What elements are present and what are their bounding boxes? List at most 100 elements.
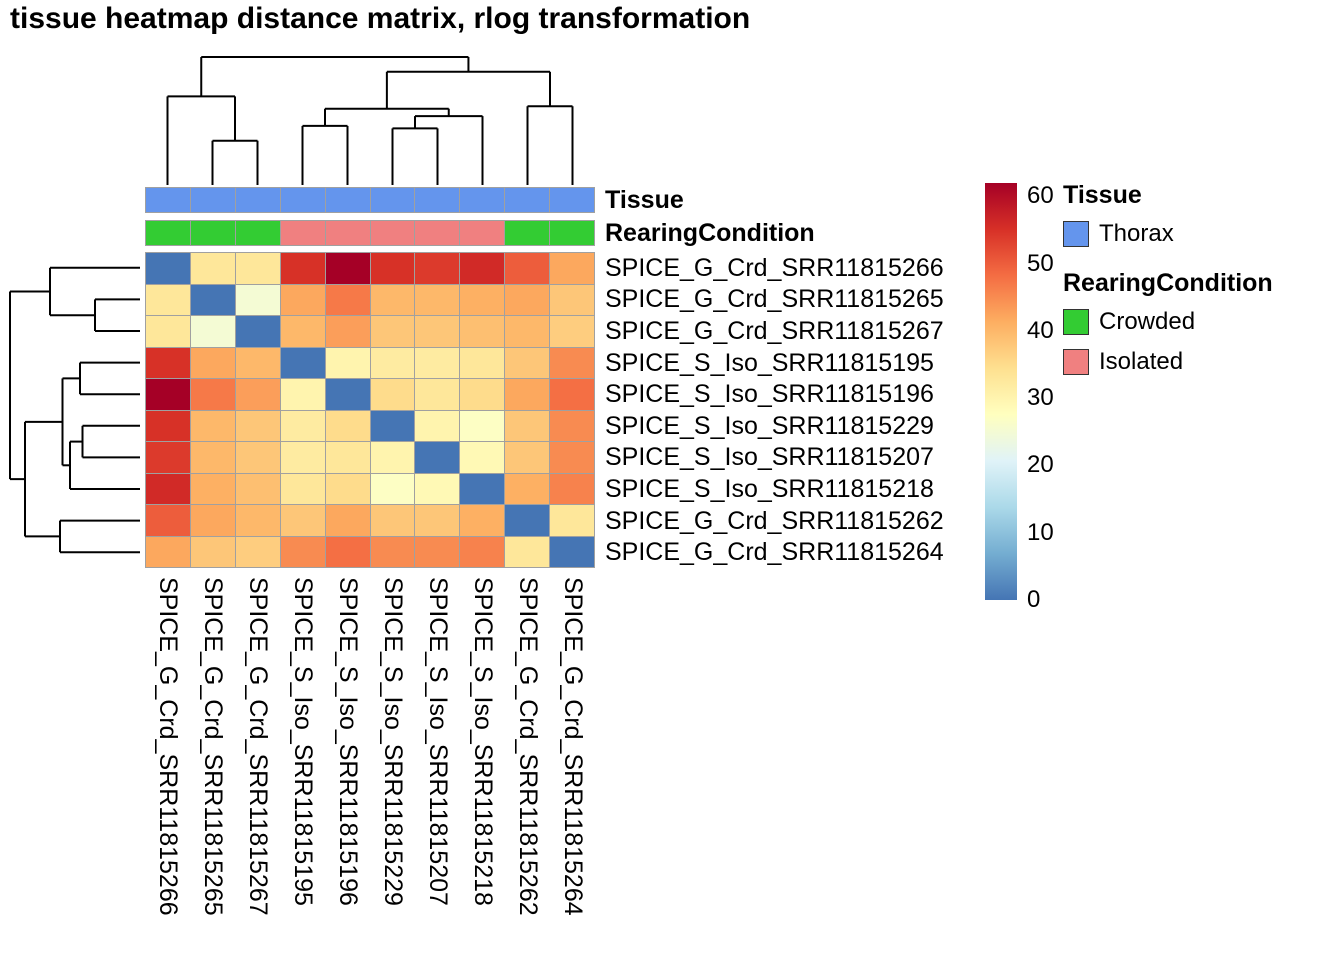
tissue-annotation-bar	[145, 187, 595, 213]
heatmap-cell	[190, 253, 235, 284]
annotation-cell-thorax	[415, 188, 460, 212]
annotation-cell-isolated	[370, 221, 415, 245]
legend-item-isolated: Isolated	[1063, 348, 1343, 376]
heatmap-cell	[550, 505, 594, 536]
heatmap-cell	[280, 316, 325, 347]
heatmap-cell	[325, 253, 370, 284]
heatmap-cell	[190, 473, 235, 504]
heatmap-cell	[235, 347, 280, 378]
annotation-cell-crowded	[190, 221, 235, 245]
colorbar-tick-label: 60	[1027, 182, 1054, 210]
column-dendrogram	[166, 56, 574, 185]
heatmap-cell	[146, 253, 190, 284]
annotation-cell-thorax	[146, 188, 190, 212]
column-label: SPICE_S_Iso_SRR11815196	[333, 577, 362, 906]
heatmap-cell	[370, 379, 415, 410]
legend-label: Crowded	[1099, 308, 1196, 335]
annotation-cell-crowded	[146, 221, 190, 245]
heatmap-cell	[505, 284, 550, 315]
rearing-condition-annotation-bar	[145, 220, 595, 246]
heatmap-cell	[415, 410, 460, 441]
heatmap-cell	[460, 316, 505, 347]
heatmap-cell	[280, 284, 325, 315]
column-label: SPICE_S_Iso_SRR11815195	[288, 577, 317, 906]
row-label: SPICE_S_Iso_SRR11815196	[605, 380, 934, 409]
annotation-cell-isolated	[415, 221, 460, 245]
heatmap-cell	[190, 284, 235, 315]
heatmap-cell	[550, 316, 594, 347]
legend-swatch	[1063, 221, 1089, 247]
rearing-condition-track-label: RearingCondition	[605, 219, 815, 247]
heatmap-cell	[415, 347, 460, 378]
annotation-cell-thorax	[190, 188, 235, 212]
legend-items-tissue: Thorax	[1063, 220, 1343, 248]
heatmap-cell	[325, 473, 370, 504]
heatmap-cell	[370, 473, 415, 504]
heatmap-cell	[280, 379, 325, 410]
heatmap-cell	[550, 284, 594, 315]
heatmap-cell	[505, 505, 550, 536]
heatmap-cell	[325, 536, 370, 567]
annotation-cell-thorax	[370, 188, 415, 212]
column-label: SPICE_G_Crd_SRR11815267	[243, 577, 272, 916]
heatmap-cell	[280, 347, 325, 378]
heatmap-cell	[550, 253, 594, 284]
column-label: SPICE_G_Crd_SRR11815266	[153, 577, 182, 916]
row-label: SPICE_G_Crd_SRR11815266	[605, 253, 944, 282]
heatmap-cell	[146, 442, 190, 473]
heatmap-cell	[146, 347, 190, 378]
heatmap-cell	[505, 316, 550, 347]
column-label: SPICE_G_Crd_SRR11815262	[513, 577, 542, 916]
annotation-cell-thorax	[325, 188, 370, 212]
heatmap-cell	[370, 410, 415, 441]
colorbar-tick-label: 50	[1027, 249, 1054, 277]
heatmap-cell	[415, 505, 460, 536]
colorbar-tick-label: 30	[1027, 384, 1054, 412]
heatmap-cell	[190, 442, 235, 473]
annotation-cell-crowded	[235, 221, 280, 245]
row-label: SPICE_G_Crd_SRR11815264	[605, 538, 944, 567]
row-label: SPICE_G_Crd_SRR11815267	[605, 317, 944, 345]
heatmap-cell	[235, 316, 280, 347]
heatmap-cell	[460, 473, 505, 504]
heatmap-cell	[325, 347, 370, 378]
row-label: SPICE_S_Iso_SRR11815218	[605, 475, 934, 503]
heatmap-cell	[325, 284, 370, 315]
heatmap-cell	[235, 505, 280, 536]
legend-title-tissue: Tissue	[1063, 181, 1142, 209]
colorbar-tick-label: 40	[1027, 316, 1054, 344]
heatmap-cell	[370, 442, 415, 473]
heatmap-cell	[460, 284, 505, 315]
heatmap-cell	[460, 379, 505, 410]
colorbar-tick-label: 10	[1027, 518, 1054, 546]
heatmap-cell	[190, 536, 235, 567]
heatmap-cell	[146, 410, 190, 441]
heatmap-cell	[550, 379, 594, 410]
column-label: SPICE_G_Crd_SRR11815265	[198, 577, 227, 916]
legend-item-crowded: Crowded	[1063, 308, 1343, 336]
heatmap-cell	[505, 253, 550, 284]
legend-swatch	[1063, 349, 1089, 375]
heatmap-cell	[550, 442, 594, 473]
heatmap-cell	[460, 505, 505, 536]
heatmap-cell	[415, 473, 460, 504]
legend-swatch	[1063, 309, 1089, 335]
plot-title: tissue heatmap distance matrix, rlog tra…	[10, 2, 751, 35]
column-label: SPICE_S_Iso_SRR11815207	[423, 577, 452, 906]
legend-label: Isolated	[1099, 348, 1184, 375]
annotation-cell-isolated	[280, 221, 325, 245]
row-label: SPICE_S_Iso_SRR11815207	[605, 443, 934, 472]
row-label: SPICE_G_Crd_SRR11815265	[605, 285, 944, 314]
heatmap-cell	[460, 347, 505, 378]
heatmap-cell	[370, 347, 415, 378]
heatmap-cell	[190, 379, 235, 410]
heatmap-cell	[370, 253, 415, 284]
heatmap-cell	[370, 536, 415, 567]
heatmap-cell	[325, 379, 370, 410]
heatmap-cell	[325, 410, 370, 441]
heatmap-cell	[460, 410, 505, 441]
heatmap-cell	[550, 347, 594, 378]
tissue-track-label: Tissue	[605, 186, 684, 214]
heatmap-cell	[146, 379, 190, 410]
